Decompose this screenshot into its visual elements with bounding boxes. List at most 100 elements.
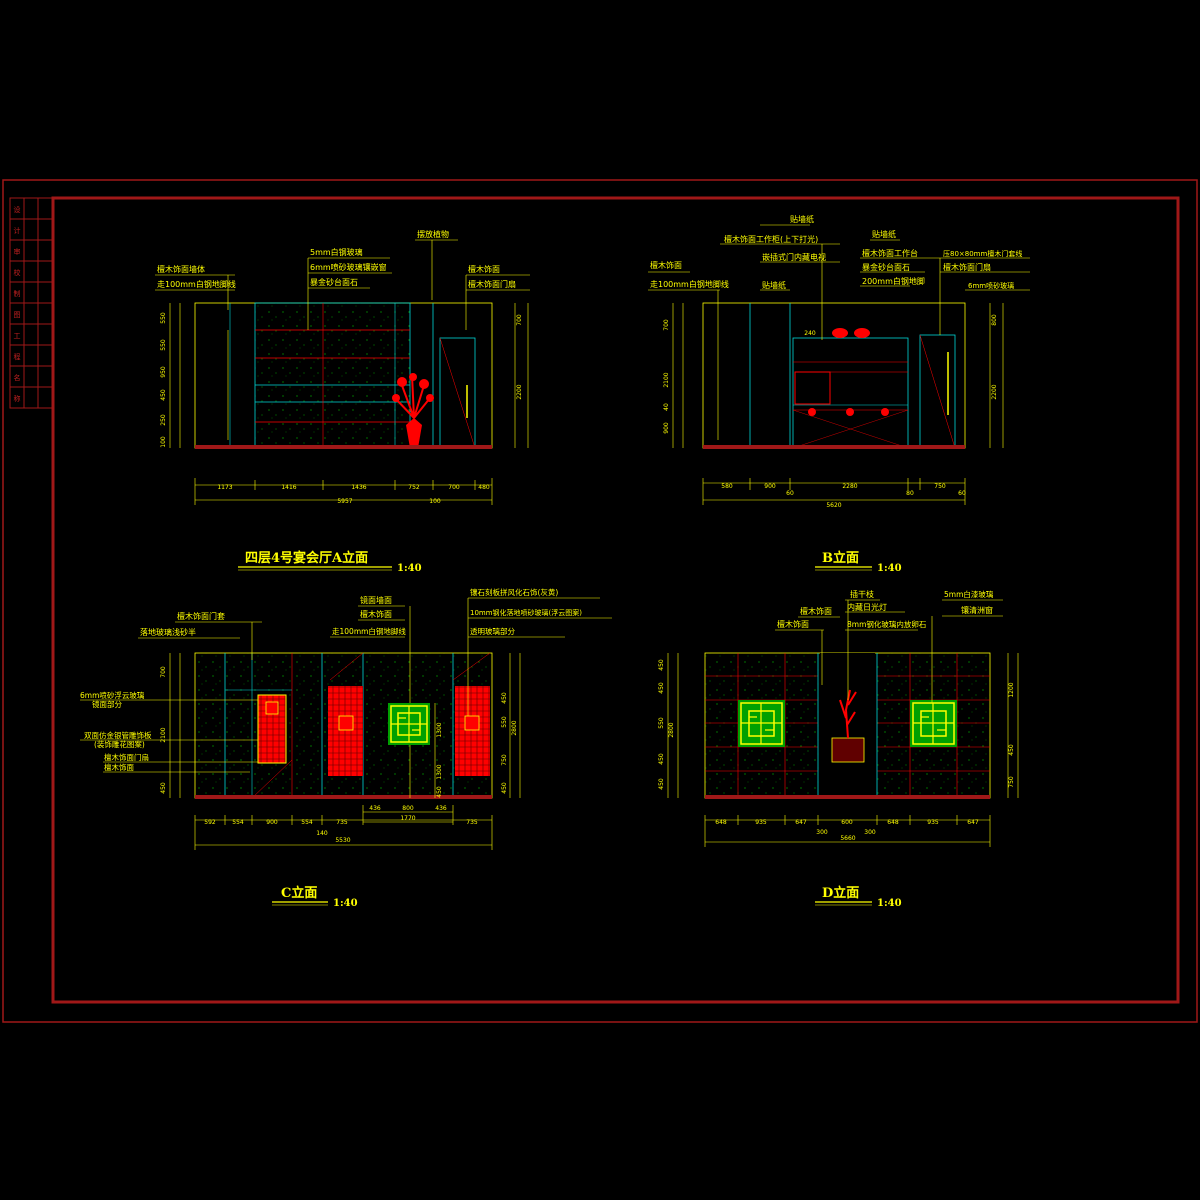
dim-label: 1416 [281, 484, 296, 491]
dim-total: 5620 [826, 502, 841, 509]
dim-label: 60 [958, 490, 966, 497]
annotation: 贴墙纸 [872, 229, 896, 239]
dim-label: 648 [887, 819, 899, 826]
view-title-b: B立面 1:40 [815, 550, 902, 574]
dim-label: 592 [204, 819, 216, 826]
annotation: 双面仿金银管雕饰板 [84, 730, 152, 740]
dim-label: 1300 [436, 722, 443, 737]
lattice-window-icon [738, 700, 785, 747]
title-block-cell: 工 [14, 332, 21, 340]
dim-label: 554 [301, 819, 313, 826]
annotation: 贴墙纸 [790, 214, 814, 224]
annotation: 透明玻璃部分 [470, 626, 515, 636]
dim-label: 2800 [511, 720, 518, 735]
annotation: 檀木饰面 [650, 260, 682, 270]
annotation: 镜面部分 [92, 699, 122, 709]
dim-label: 2800 [668, 722, 675, 737]
annotation: 檀木饰面门套 [177, 611, 225, 621]
annotation: 6mm喷砂玻璃 [968, 281, 1014, 290]
dim-label: 1173 [217, 484, 232, 491]
dim-label: 240 [804, 330, 816, 337]
dim-label: 700 [160, 666, 167, 678]
dim-label: 2100 [160, 727, 167, 742]
title-block-cell: 称 [14, 394, 21, 403]
view-scale: 1:40 [397, 563, 422, 574]
annotation: 摆放植物 [417, 229, 449, 239]
drawing-border [2, 179, 1198, 1023]
title-block-cell: 校 [14, 268, 21, 277]
dim-label: 450 [160, 782, 167, 794]
annotation: 镶清洲窗 [961, 605, 993, 615]
title-block-cell: 设 [14, 205, 21, 214]
dim-label: 900 [266, 819, 278, 826]
dim-label: 700 [516, 314, 523, 326]
dim-label: 900 [764, 483, 776, 490]
dim-total: 5660 [840, 835, 855, 842]
dim-label: 750 [1008, 776, 1015, 788]
dim-label: 480 [478, 484, 490, 491]
dim-label: 40 [663, 403, 670, 411]
title-block-cell: 程 [14, 352, 21, 361]
view-scale: 1:40 [877, 563, 902, 574]
view-title-d: D立面 1:40 [815, 885, 902, 909]
dim-label: 436 [369, 805, 381, 812]
annotation: 插干枝 [850, 589, 874, 599]
annotation: 5mm白钢玻璃 [310, 247, 363, 257]
dim-label: 1770 [400, 815, 415, 822]
lattice-window-icon [910, 700, 957, 747]
annotation: 内藏日光灯 [847, 602, 887, 612]
dim-label: 436 [435, 805, 447, 812]
annotation: 暴金砂台面石 [310, 277, 358, 287]
dim-label: 450 [501, 782, 508, 794]
dim-label: 2200 [516, 384, 523, 399]
elevation-b: 240 580 900 2280 750 5620 60 80 60 700 2… [648, 214, 1030, 574]
dim-label: 550 [658, 717, 665, 729]
dim-label: 900 [663, 422, 670, 434]
annotation: 镜面墙面 [360, 595, 392, 605]
annotation: 檀木饰面门扇 [468, 279, 516, 289]
annotation: 8mm钢化玻璃内放卵石 [847, 619, 927, 629]
dim-label: 648 [715, 819, 727, 826]
annotation: 暴金砂台面石 [862, 262, 910, 272]
annotation: 檀木饰面工作台 [862, 248, 918, 258]
dim-label: 2200 [991, 384, 998, 399]
annotation: 檀木饰面 [777, 619, 809, 629]
annotation: 6mm喷砂玻璃镶嵌窗 [310, 262, 387, 272]
annotation: 贴墙纸 [762, 280, 786, 290]
view-title: B立面 [822, 550, 859, 566]
annotation: 走100mm白钢地脚线 [157, 279, 236, 289]
elevation-a: 1173 1416 1436 752 700 480 5957 100 550 … [155, 229, 530, 574]
plant-icon [392, 373, 434, 448]
dim-label: 2100 [663, 372, 670, 387]
title-block-cell: 名 [14, 373, 21, 382]
dim-label: 580 [721, 483, 733, 490]
dim-label: 450 [658, 778, 665, 790]
dim-total: 5957 [337, 498, 352, 505]
dim-label: 554 [232, 819, 244, 826]
view-title: 四层4号宴会厅A立面 [245, 550, 368, 566]
annotation: 嵌插式门内藏电视 [762, 252, 826, 262]
elevation-c: 436 800 436 1770 592 554 900 554 735 735… [80, 587, 612, 909]
annotation: 檀木饰面工作柜(上下打光) [724, 234, 818, 244]
title-block: 设 计 审 校 制 图 工 程 名 称 [9, 197, 54, 409]
annotation: 走100mm白钢地脚线 [332, 626, 406, 636]
view-title-c: C立面 1:40 [272, 885, 358, 909]
dim-label: 450 [160, 389, 167, 401]
annotation: 檀木饰面 [800, 606, 832, 616]
dim-label: 100 [429, 498, 441, 505]
dim-label: 300 [864, 829, 876, 836]
dim-label: 60 [786, 490, 794, 497]
dim-label: 700 [663, 319, 670, 331]
view-scale: 1:40 [333, 898, 358, 909]
dim-label: 80 [906, 490, 914, 497]
dim-label: 450 [658, 753, 665, 765]
dim-label: 450 [1008, 744, 1015, 756]
dim-label: 700 [448, 484, 460, 491]
annotation: 檀木饰面墙体 [157, 264, 205, 274]
dim-label: 1200 [1008, 682, 1015, 697]
annotation: 5mm白漆玻璃 [944, 589, 994, 599]
annotation: 10mm钢化落地喷砂玻璃(浮云图案) [470, 608, 582, 617]
dim-label: 300 [816, 829, 828, 836]
dim-label: 550 [160, 312, 167, 324]
